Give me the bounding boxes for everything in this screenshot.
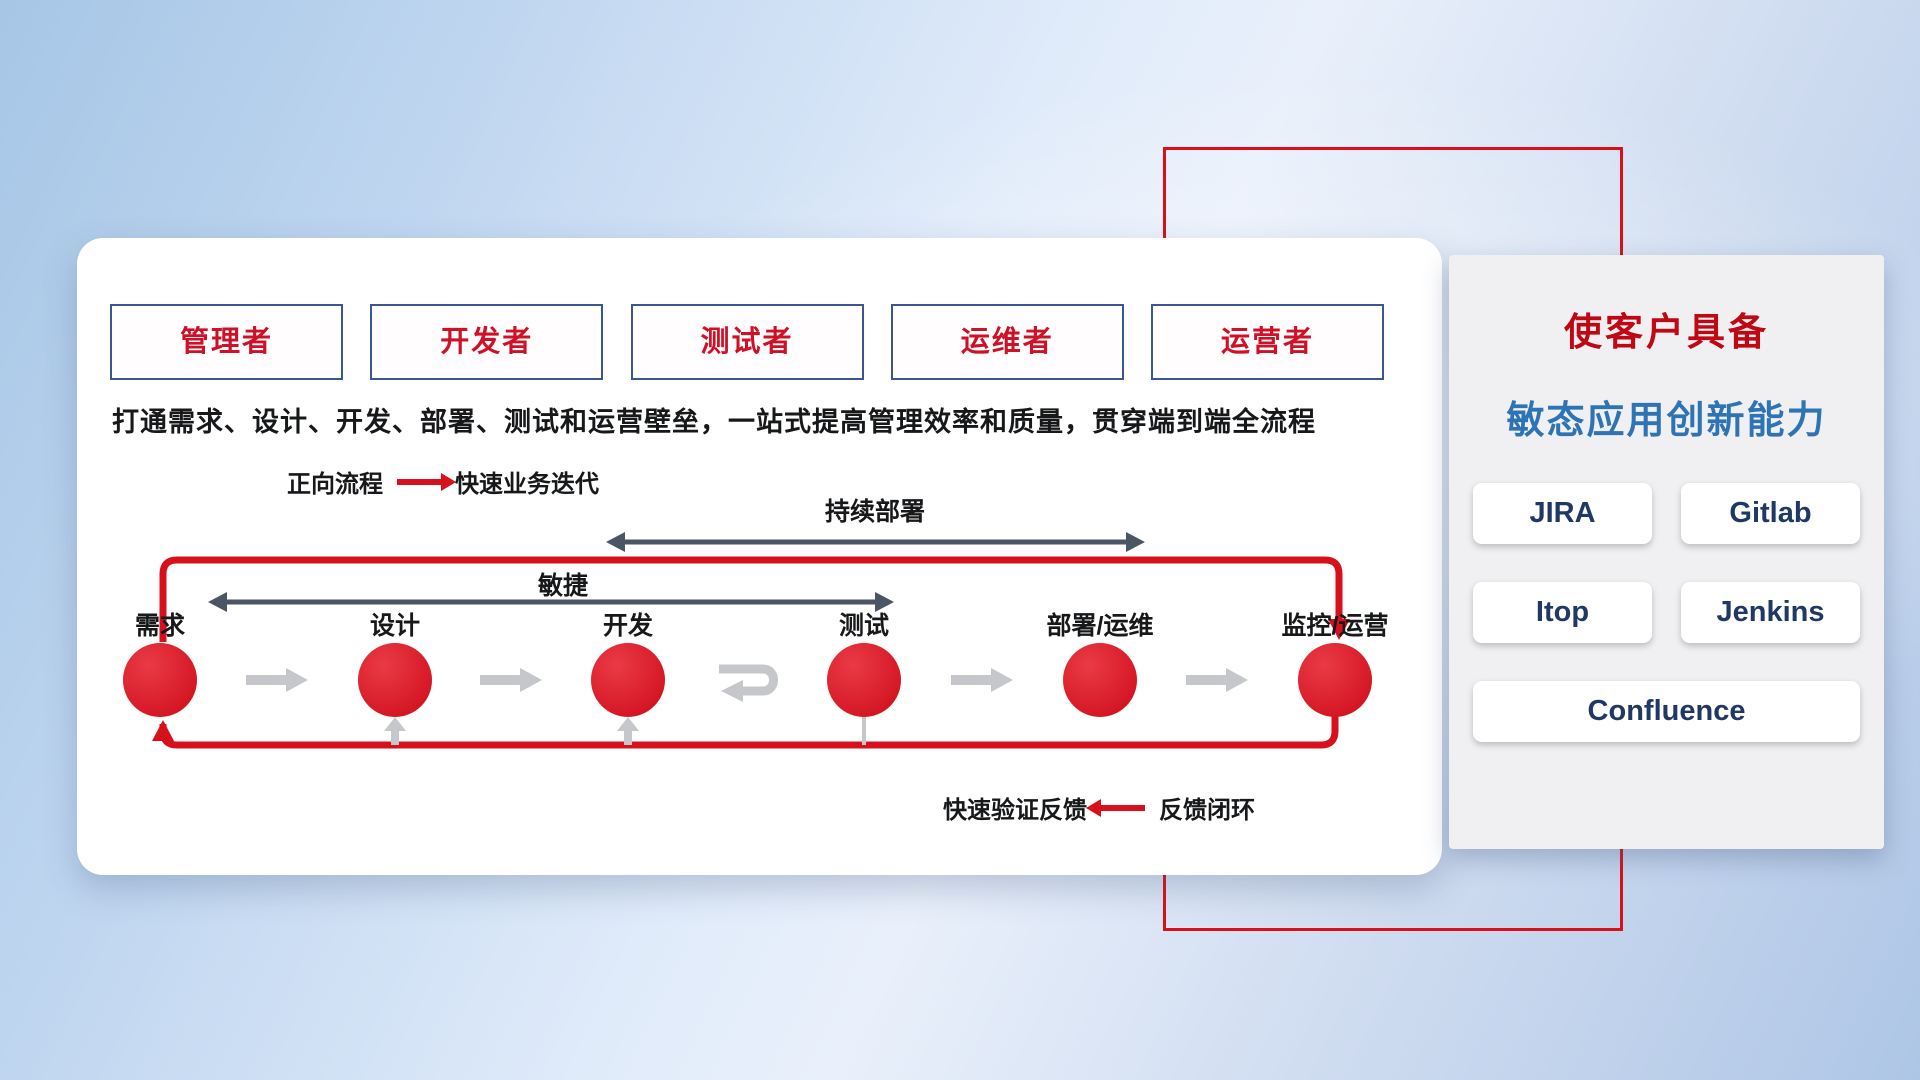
stage-node-design xyxy=(358,643,432,717)
role-box-operator: 运营者 xyxy=(1151,304,1384,380)
devops-flow-panel: 管理者 开发者 测试者 运维者 运营者 打通需求、设计、开发、部署、测试和运营壁… xyxy=(77,238,1442,875)
stage-label: 部署/运维 xyxy=(1046,612,1154,640)
continuous-deploy-label: 持续部署 xyxy=(824,498,925,526)
step-arrow-icon xyxy=(1186,668,1248,692)
continuous-deploy-arrow xyxy=(606,532,1145,552)
step-arrow-icon xyxy=(951,668,1013,692)
forward-loop-arrowhead xyxy=(1328,619,1350,640)
role-box-ops: 运维者 xyxy=(890,304,1124,380)
role-box-manager: 管理者 xyxy=(110,304,343,380)
iteration-loop-icon xyxy=(719,664,778,702)
role-box-tester: 测试者 xyxy=(630,304,864,380)
legend-feedback-desc: 快速验证反馈 xyxy=(943,797,1087,824)
step-arrow-icon xyxy=(480,668,542,692)
legend-feedback-label: 反馈闭环 xyxy=(1159,797,1255,824)
legend-forward-label: 正向流程 xyxy=(287,471,383,498)
feedback-flow-arrow-icon xyxy=(1086,798,1145,817)
stage-label: 测试 xyxy=(838,612,889,640)
roles-row: 管理者 开发者 测试者 运维者 运营者 xyxy=(110,304,1384,380)
role-box-developer: 开发者 xyxy=(370,304,604,380)
feedback-loop-arrowhead xyxy=(152,720,174,741)
legend-forward-desc: 快速业务迭代 xyxy=(455,471,599,498)
feedback-loop-line xyxy=(159,716,1339,749)
tool-chip-gitlab: Gitlab xyxy=(1681,483,1860,544)
stage-node-test xyxy=(827,643,901,717)
agile-label: 敏捷 xyxy=(537,572,588,600)
agile-arrow xyxy=(208,592,894,612)
forward-loop-line xyxy=(159,556,1343,642)
tool-chip-confluence: Confluence xyxy=(1473,681,1860,742)
stage-label: 需求 xyxy=(134,612,185,640)
step-arrow-icon xyxy=(246,668,308,692)
stage-node-deploy-ops xyxy=(1063,643,1137,717)
legend-forward: 正向流程 快速业务迭代 xyxy=(287,464,599,499)
up-arrow-icon xyxy=(384,717,406,745)
stage-nodes xyxy=(123,643,1372,717)
stage-node-monitor xyxy=(1298,643,1372,717)
flow-step-arrows xyxy=(246,668,1248,692)
stage-label: 监控/运营 xyxy=(1281,612,1389,640)
capability-title-line1: 使客户具备 xyxy=(1563,312,1769,354)
up-arrow-icon xyxy=(617,717,639,745)
tool-chip-jenkins: Jenkins xyxy=(1681,582,1860,643)
connector-line xyxy=(862,717,866,745)
stage-node-requirement xyxy=(123,643,197,717)
tool-chip-jira: JIRA xyxy=(1473,483,1652,544)
capability-title-line2: 敏态应用创新能力 xyxy=(1506,400,1827,442)
capability-panel: 使客户具备 敏态应用创新能力 JIRA Gitlab Itop Jenkins … xyxy=(1449,255,1884,849)
stage-label: 设计 xyxy=(369,612,420,640)
stage-label: 开发 xyxy=(602,612,653,640)
stage-node-develop xyxy=(591,643,665,717)
forward-flow-arrow-icon xyxy=(397,472,456,491)
feedback-up-arrows xyxy=(384,717,866,745)
tool-chip-itop: Itop xyxy=(1473,582,1652,643)
flow-diagram xyxy=(123,532,1372,749)
legend-feedback: 快速验证反馈 反馈闭环 xyxy=(943,790,1255,825)
subtitle: 打通需求、设计、开发、部署、测试和运营壁垒，一站式提高管理效率和质量，贯穿端到端… xyxy=(112,407,1316,437)
